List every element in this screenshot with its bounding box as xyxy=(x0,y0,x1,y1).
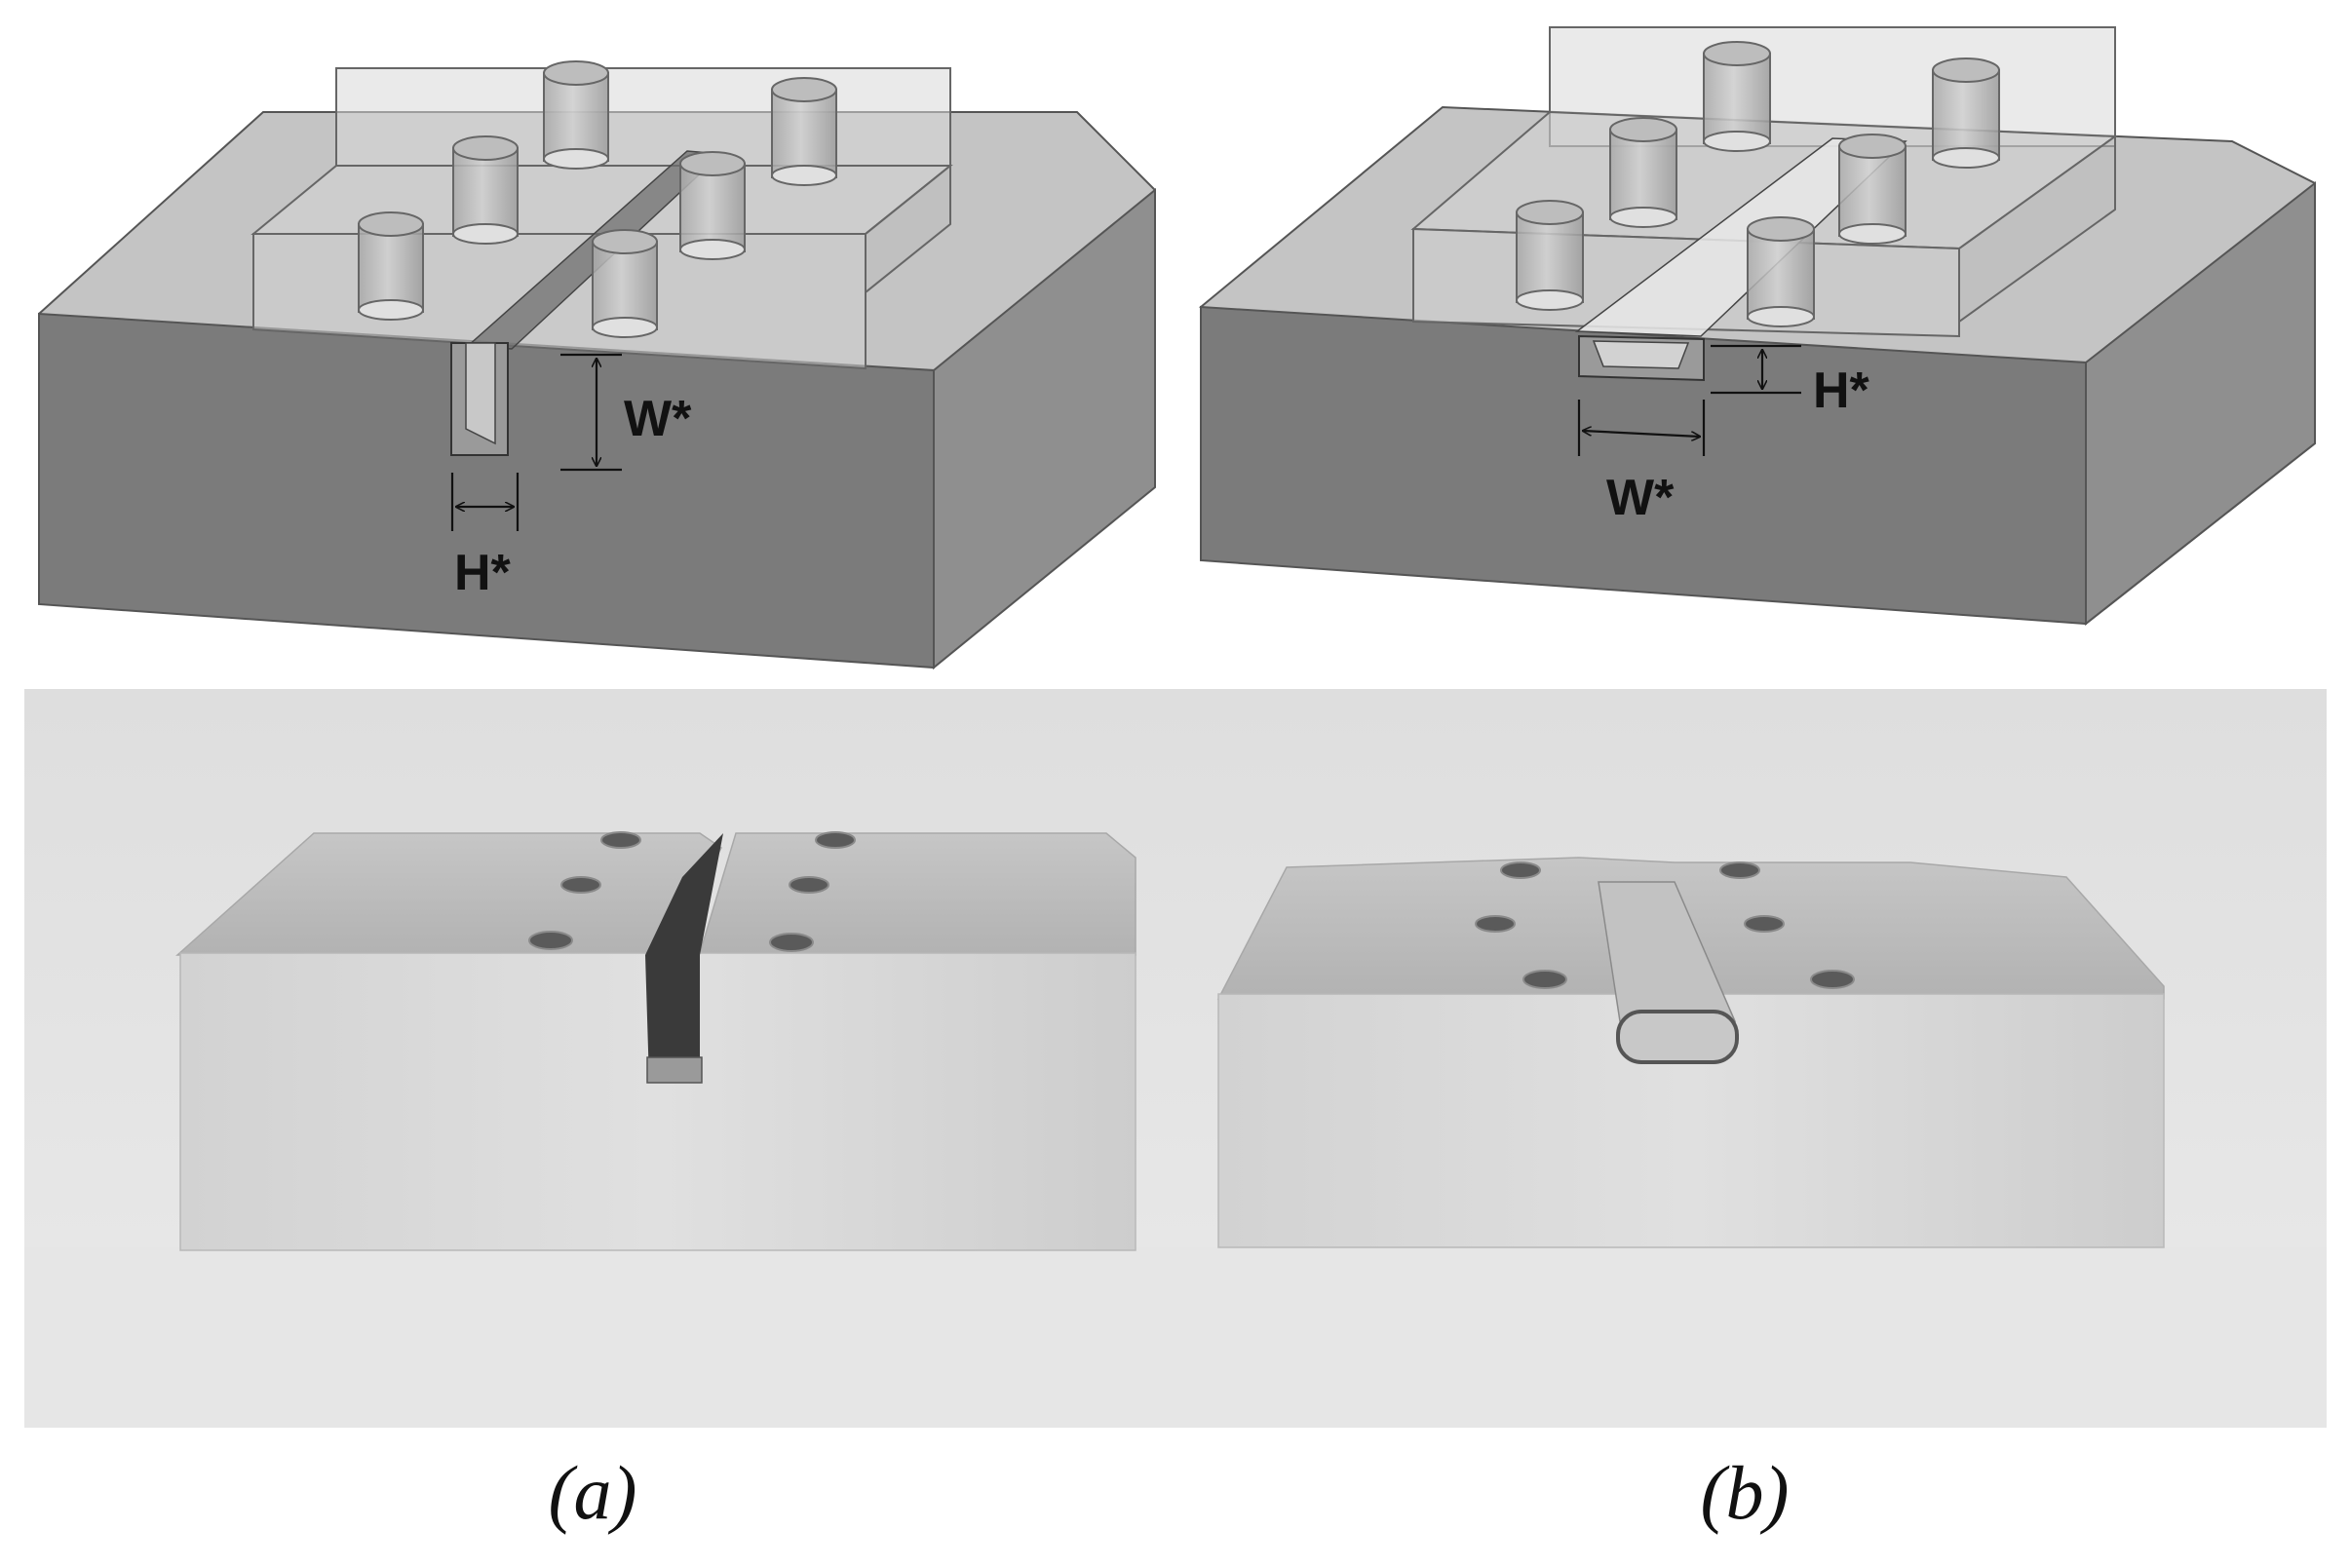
photo-a-top-right xyxy=(698,832,1136,956)
panel-b-height-dimension xyxy=(1711,344,1801,395)
panel-b-width-dimension xyxy=(1577,400,1706,456)
bolt-icon xyxy=(452,135,519,245)
photo-specimen-a xyxy=(175,831,1136,1251)
panel-a-width-label: W* xyxy=(624,391,692,447)
panel-b-clamp-side xyxy=(1958,134,2116,324)
panel-b-groove-top xyxy=(1574,137,1907,337)
bolt-icon xyxy=(1516,200,1584,311)
bolt-icon xyxy=(1747,216,1815,327)
bolt-icon xyxy=(358,211,424,321)
panel-b-caption: (b) xyxy=(1701,1450,1790,1535)
panel-b-block-side xyxy=(2085,180,2316,627)
bolt-icon xyxy=(1932,57,2000,169)
panel-b-slot-inner xyxy=(1592,340,1690,369)
photo-a-holes xyxy=(528,831,856,952)
bolt-icon xyxy=(543,60,609,170)
panel-a-height-label: H* xyxy=(454,545,512,601)
bolt-icon xyxy=(1609,117,1677,228)
panel-a-height-dimension xyxy=(450,473,520,531)
photo-b-ridge-end xyxy=(1616,1010,1739,1064)
panel-a-bolts xyxy=(358,60,837,338)
photo-a-slot xyxy=(645,833,723,1082)
panel-a-cad-model: W* H* xyxy=(38,60,1156,670)
photo-specimen-b xyxy=(1216,857,2165,1248)
panel-b-cad-model: H* W* xyxy=(1199,26,2316,627)
bolt-icon xyxy=(679,151,746,260)
panel-b-bolts xyxy=(1516,41,2000,327)
bolt-icon xyxy=(771,77,837,186)
panel-b-height-label: H* xyxy=(1813,363,1870,419)
photo-a-slot-bottom xyxy=(646,1056,703,1084)
panel-a-clamp-side xyxy=(865,163,951,295)
panel-a-caption: (a) xyxy=(549,1450,637,1535)
bolt-icon xyxy=(1703,41,1771,152)
panel-a-width-dimension xyxy=(560,353,622,472)
panel-a-slot-inner xyxy=(465,342,496,445)
photo-b-holes xyxy=(1475,861,1855,989)
panel-b-width-label: W* xyxy=(1606,470,1675,526)
bolt-icon xyxy=(1838,134,1907,245)
bolt-icon xyxy=(592,229,658,338)
photo-shadow-band xyxy=(24,1247,2327,1428)
panel-a-block-side xyxy=(933,187,1156,670)
photo-panel xyxy=(24,689,2327,1428)
panel-a-clamp-back xyxy=(335,67,951,167)
